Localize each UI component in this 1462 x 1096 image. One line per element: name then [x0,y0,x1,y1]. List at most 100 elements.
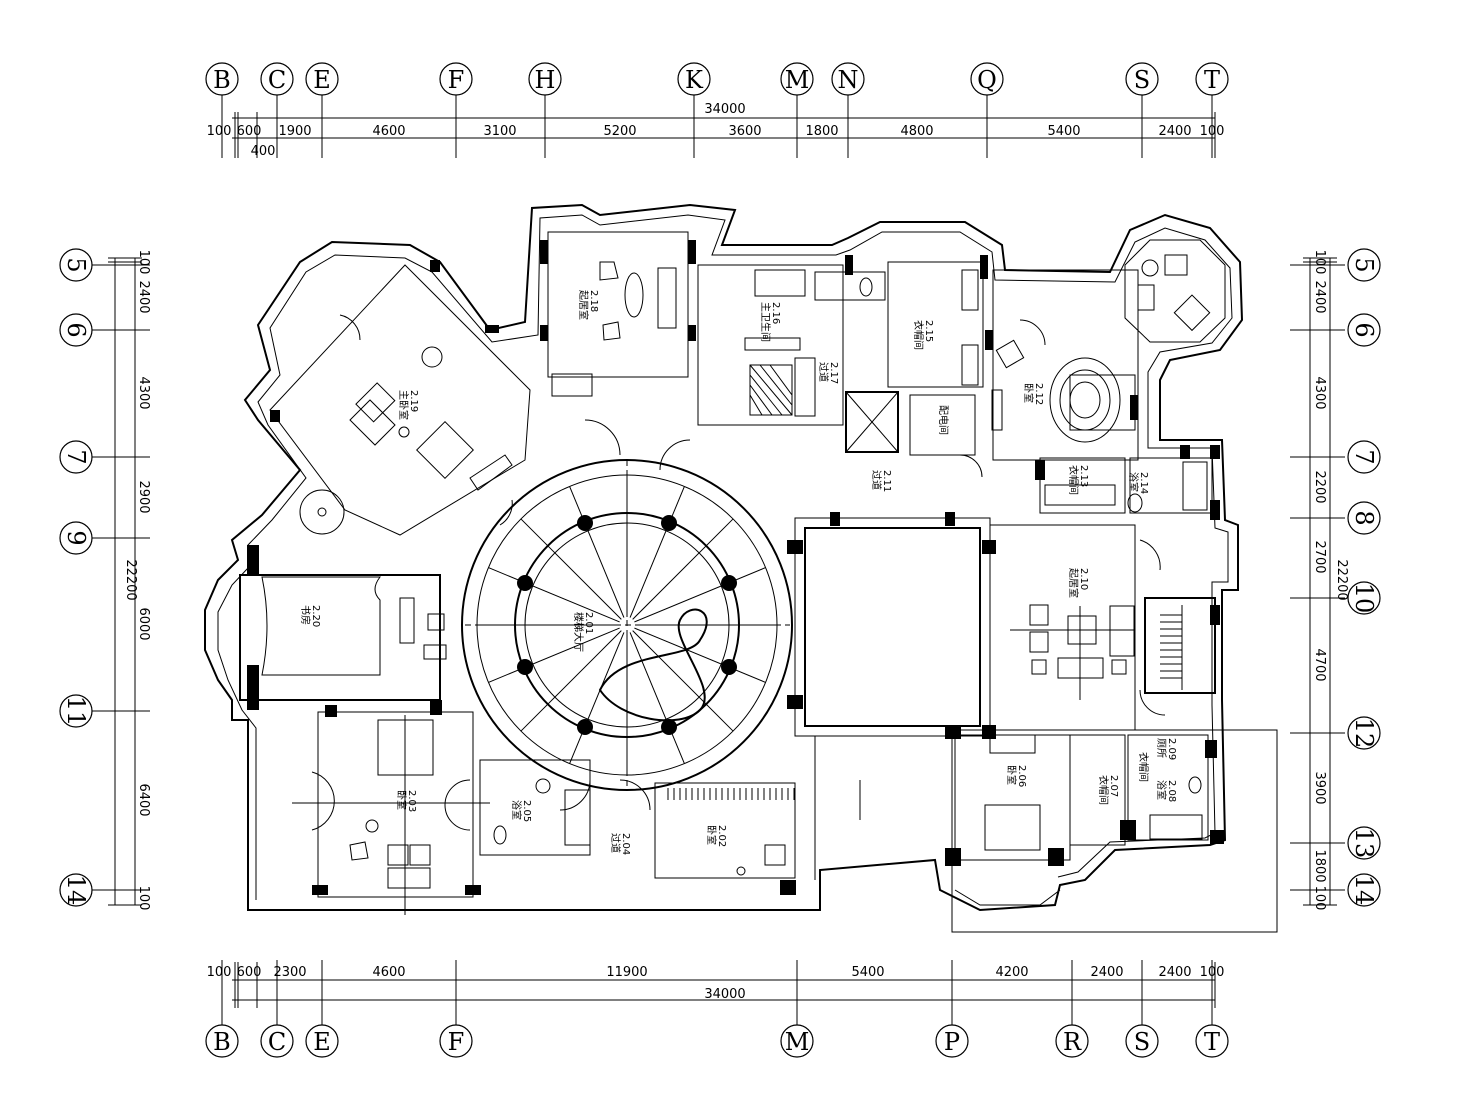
right-axis-bubble-10 [1347,581,1381,615]
structural-column [430,260,440,272]
top-dimension: 4800 [900,124,933,139]
left-dimension: 6000 [136,607,151,640]
structural-column [780,880,796,895]
bottom-axis-label: T [1204,1028,1220,1056]
top-axis-label: M [785,66,810,94]
room-name: 书房 [299,605,312,625]
left-axis-bubble-14 [59,873,93,907]
structural-column [688,325,696,341]
top-dimension: 1800 [805,124,838,139]
room-name: 衣帽间 [912,320,925,350]
top-axis-label: F [448,66,465,94]
right-total-dimension: 22200 [1334,559,1349,600]
room-label-pantry: 配电间 [937,405,950,435]
structural-column [982,725,996,739]
bottom-axis-label: S [1134,1028,1150,1056]
right-dimension: 100 [1312,886,1327,911]
service-stair [1144,597,1216,694]
right-axis-label: 7 [1350,449,1378,464]
exterior-wall [204,203,1244,912]
structural-column [312,885,328,895]
structural-column [430,700,442,715]
room-name: 卧室 [395,790,408,810]
room-name: 配电间 [937,405,950,435]
structural-column [465,885,481,895]
rotunda-columns [517,515,737,735]
top-dimension: 100 [207,124,232,139]
left-dimension: 2400 [136,280,151,313]
room-number: 2.17 [828,362,839,384]
room-name: 衣帽间 [1067,465,1080,495]
left-dimension: 6400 [136,783,151,816]
bottom-axis-bubble-R [1055,1024,1089,1058]
room-number: 2.12 [1033,383,1044,405]
left-axis-bubble-7 [59,440,93,474]
right-axis-label: 8 [1350,510,1378,525]
structural-column [540,325,548,341]
room-name: 浴室 [1155,780,1168,800]
structural-column [845,255,853,275]
bottom-dimension: 600 [237,965,262,980]
top-dimension: 5400 [1047,124,1080,139]
bottom-axis-label: B [213,1028,231,1056]
room-number: 2.10 [1078,568,1089,590]
room-number: 2.15 [923,320,934,342]
room-number: 2.08 [1166,780,1177,802]
bottom-axis-bubble-C [260,1024,294,1058]
study [239,574,441,701]
building [204,203,1278,933]
room-number: 2.07 [1108,775,1119,797]
room-number: 2.16 [770,302,781,324]
room-number: 2.09 [1166,738,1177,760]
structural-column [1180,445,1190,459]
structural-column [1035,460,1045,480]
bottom-axis-label: C [268,1028,286,1056]
room-name: 过道 [870,470,883,490]
room-name: 卧室 [1022,383,1035,403]
structural-column [787,540,803,554]
bottom-dimension: 11900 [606,965,647,980]
room-name: 过道 [609,833,622,853]
bottom-dimension: 4600 [372,965,405,980]
room-number: 2.02 [716,825,727,847]
left-dimension: 100 [136,886,151,911]
right-axis-bubble-6 [1347,313,1381,347]
room-name: 起居室 [1067,568,1080,598]
left-axis-label: 11 [62,696,90,727]
right-axis-bubble-12 [1347,716,1381,750]
right-axis-bubble-14 [1347,873,1381,907]
room-number: 2.11 [881,470,892,492]
right-dimension: 4700 [1312,648,1327,681]
structural-column [787,695,803,709]
bottom-axis-bubble-P [935,1024,969,1058]
room-name: 浴室 [510,800,523,820]
bottom-axis-label: M [785,1028,810,1056]
right-axis-label: 12 [1350,718,1378,749]
right-axis-bubble-8 [1347,501,1381,535]
structural-column [982,540,996,554]
right-axis-bubble-13 [1347,826,1381,860]
top-dimension: 1900 [278,124,311,139]
right-axis-label: 14 [1350,875,1378,906]
bottom-dimension: 2400 [1090,965,1123,980]
structural-column [688,240,696,264]
bottom-dimension: 2400 [1158,965,1191,980]
structural-column [1210,605,1220,625]
bottom-axis-bubble-F [439,1024,473,1058]
left-axis-label: 9 [62,530,90,545]
structural-column [247,545,259,575]
left-axis-bubble-9 [59,521,93,555]
top-dimension: 5200 [603,124,636,139]
left-axis-label: 5 [62,257,90,272]
